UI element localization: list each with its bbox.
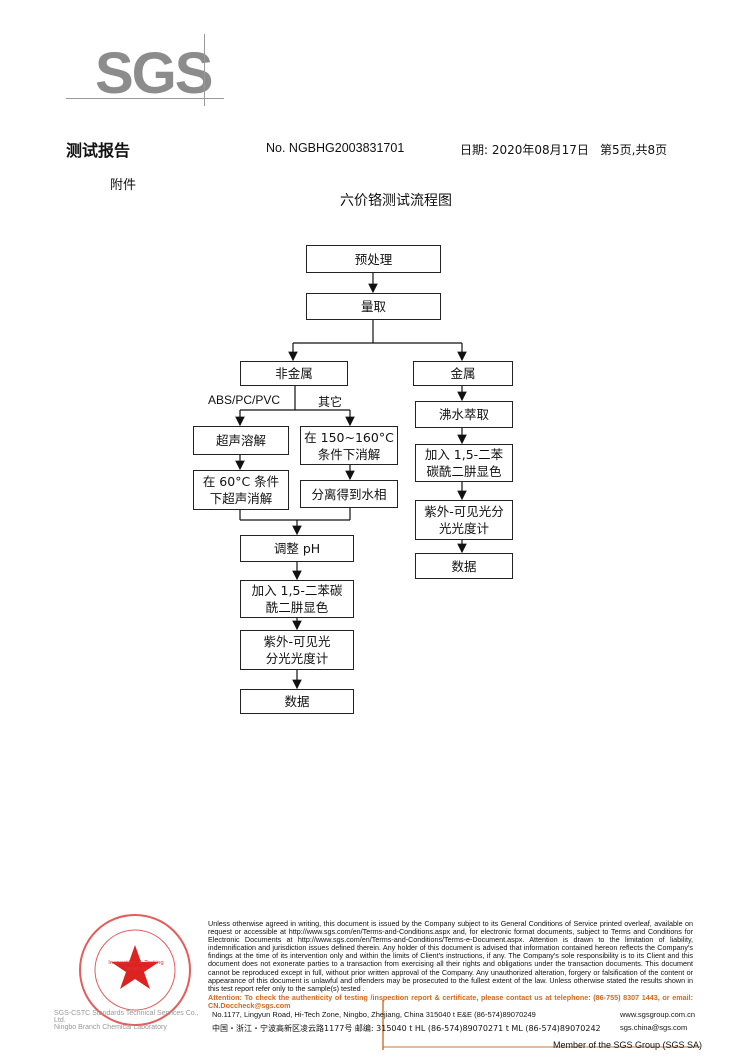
logo-rule-v [204,34,205,106]
sgs-logo: SGS [95,41,213,106]
appendix-label: 附件 [110,178,137,193]
member-text: Member of the SGS Group (SGS SA) [553,1040,703,1050]
step-metal: 金属 [413,361,513,386]
step-adjust-ph: 调整 pH [240,535,354,562]
step-boil-extract: 沸水萃取 [415,401,513,428]
stamp-text: Inspection & Testing Services [108,960,164,972]
report-title: 测试报告 [66,141,131,160]
step-nonmetal: 非金属 [240,361,348,386]
step-metal-uv: 紫外-可见光分 光光度计 [415,500,513,540]
report-number: No. NGBHG2003831701 [266,141,405,155]
attention-text: Attention: To check the authenticity of … [208,993,693,1011]
address-cn: 中国・浙江・宁波高新区凌云路1177号 邮编: 315040 t HL (86-… [212,1024,601,1033]
company-stamp [79,914,191,1026]
branch-name: Ningbo Branch Chemical Laboratory [54,1024,167,1031]
website: www.sgsgroup.com.cn [620,1010,696,1019]
logo-rule [66,98,224,99]
address-en: No.1177, Lingyun Road, Hi-Tech Zone, Nin… [212,1010,536,1019]
company-name: SGS-CSTC Standards Technical Services Co… [54,1010,199,1024]
step-digest-150: 在 150~160°C 条件下消解 [300,426,398,465]
report-date: 日期: 2020年08月17日 [460,143,589,157]
step-uv-vis: 紫外-可见光 分光光度计 [240,630,354,670]
step-metal-reagent: 加入 1,5-二苯 碳酰二肼显色 [415,444,513,482]
step-pretreatment: 预处理 [306,245,441,273]
page-number: 第5页,共8页 [600,143,668,157]
step-measure: 量取 [306,293,441,320]
label-abs-pc-pvc: ABS/PC/PVC [208,393,281,407]
email: sgs.china@sgs.com [620,1023,688,1032]
step-metal-data: 数据 [415,553,513,579]
flowchart-title: 六价铬测试流程图 [340,193,452,209]
label-other: 其它 [318,395,343,409]
step-add-reagent: 加入 1,5-二苯碳 酰二肼显色 [240,580,354,618]
step-data: 数据 [240,689,354,714]
step-ultrasonic-dissolve: 超声溶解 [193,426,289,455]
disclaimer-text: Unless otherwise agreed in writing, this… [208,919,693,993]
step-separate-aqueous: 分离得到水相 [300,480,398,508]
step-ultrasonic-60: 在 60°C 条件 下超声消解 [193,470,289,510]
